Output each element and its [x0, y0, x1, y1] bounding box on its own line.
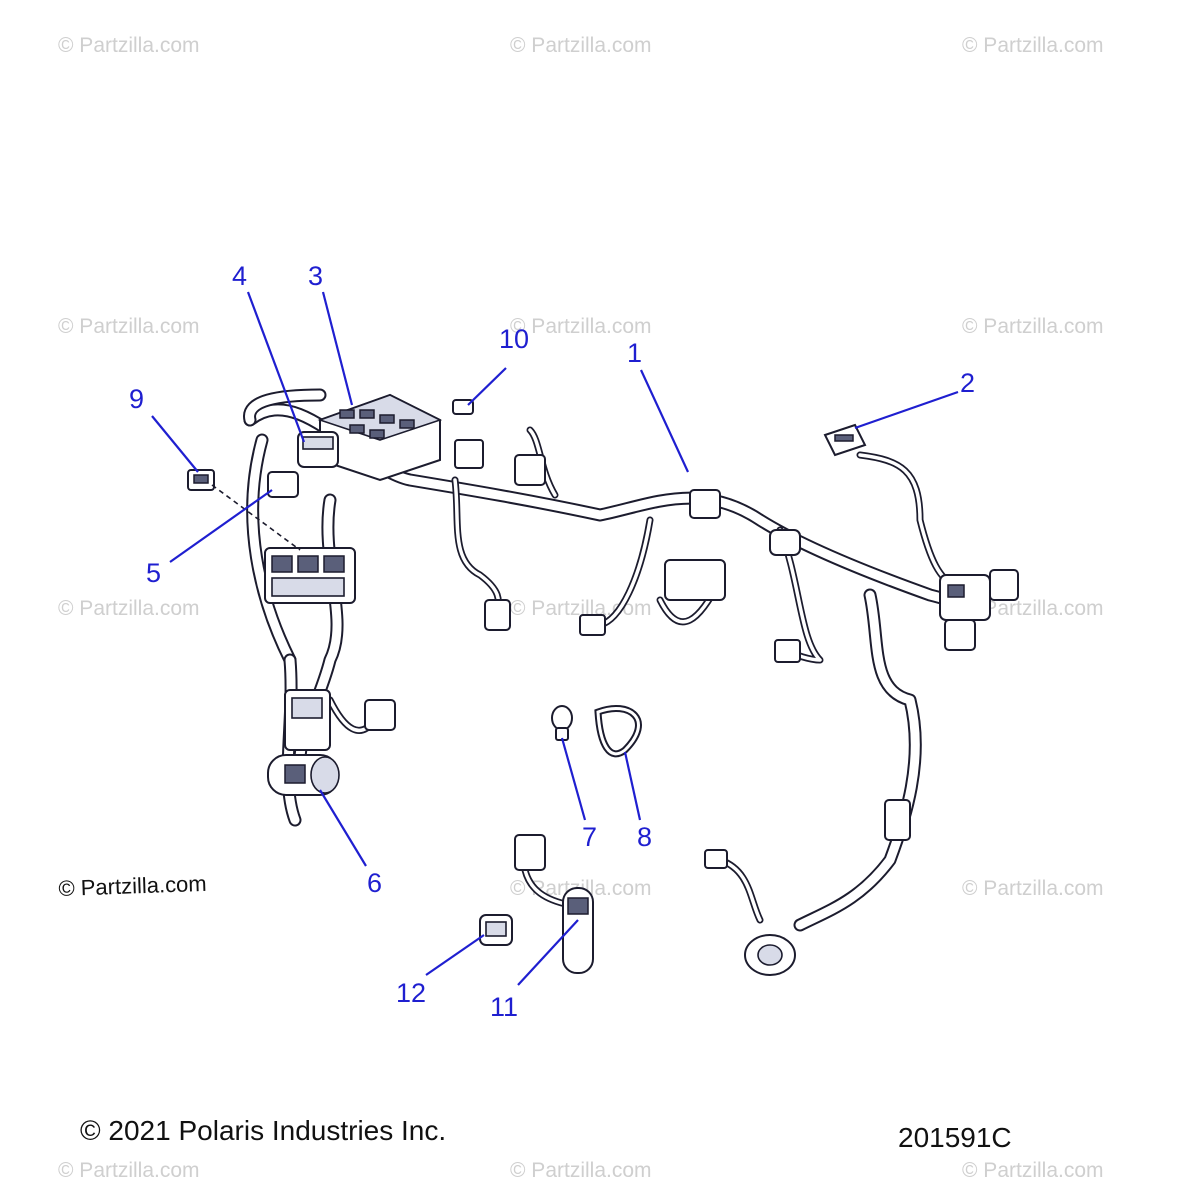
watermark: © Partzilla.com: [58, 34, 200, 57]
callout-2: 2: [960, 368, 975, 398]
callout-7: 7: [582, 822, 597, 852]
loop-strap[interactable]: [594, 705, 642, 758]
sensor-connector[interactable]: [514, 834, 594, 974]
callout-11: 11: [490, 992, 518, 1022]
callout-labels: 1 2 3 4 5 6 7 8 9 10 11 12: [129, 261, 975, 1022]
ring-terminal[interactable]: [551, 705, 573, 741]
watermark: © Partzilla.com: [962, 597, 1104, 620]
callout-5: 5: [146, 558, 161, 588]
watermark: © Partzilla.com: [510, 315, 652, 338]
callout-3: 3: [308, 261, 323, 291]
callout-10: 10: [499, 324, 529, 354]
callout-1: 1: [627, 338, 642, 368]
harness-connectors[interactable]: [284, 439, 911, 976]
watermark: © Partzilla.com: [962, 34, 1104, 57]
watermark-layer: © Partzilla.com © Partzilla.com © Partzi…: [58, 34, 1104, 1182]
partzilla-credit: © Partzilla.com: [58, 870, 208, 901]
callout-8: 8: [637, 822, 652, 852]
watermark: © Partzilla.com: [962, 1159, 1104, 1182]
watermark: © Partzilla.com: [58, 597, 200, 620]
harness-sleeve[interactable]: [267, 754, 340, 796]
callout-4: 4: [232, 261, 247, 291]
watermark: © Partzilla.com: [962, 315, 1104, 338]
copyright-notice: © 2021 Polaris Industries Inc.: [80, 1115, 447, 1146]
fuse-relay-box[interactable]: [317, 393, 443, 482]
main-harness[interactable]: [243, 388, 987, 932]
watermark: © Partzilla.com: [58, 315, 200, 338]
small-plug[interactable]: [479, 914, 513, 946]
callout-12: 12: [396, 978, 426, 1008]
watermark: © Partzilla.com: [510, 34, 652, 57]
drawing-number: 201591C: [898, 1122, 1012, 1153]
callout-9: 9: [129, 384, 144, 414]
relay-connector[interactable]: [297, 431, 339, 468]
watermark: © Partzilla.com: [962, 877, 1104, 900]
watermark: © Partzilla.com: [58, 1159, 200, 1182]
headlight-connector[interactable]: [823, 423, 867, 457]
callout-6: 6: [367, 868, 382, 898]
connector-cluster[interactable]: [264, 471, 356, 604]
right-connector-cluster[interactable]: [939, 569, 1019, 651]
small-clip[interactable]: [187, 469, 301, 551]
leader-lines: [151, 291, 959, 986]
watermark: © Partzilla.com: [510, 1159, 652, 1182]
